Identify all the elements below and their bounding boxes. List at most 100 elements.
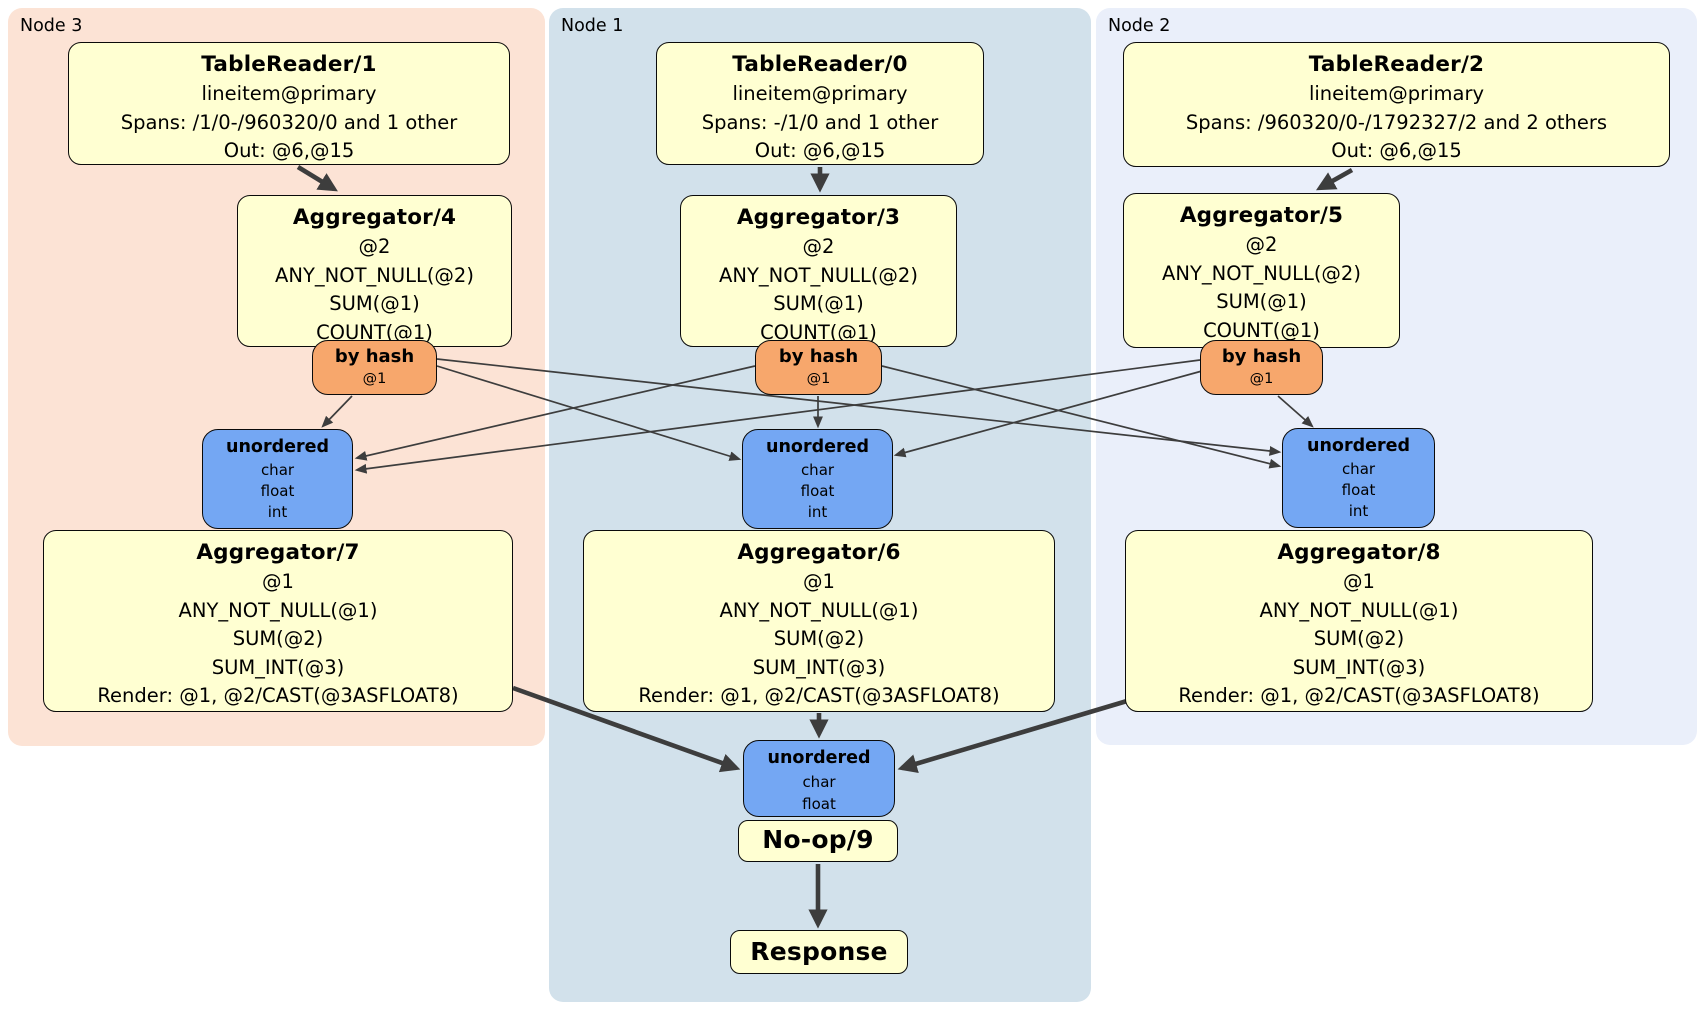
processor-title: Aggregator/5 <box>1179 203 1344 228</box>
stream-unordered-node1: unordered char float int <box>742 429 893 529</box>
detail-line: COUNT(@1) <box>1203 318 1320 342</box>
router-by-hash-node1: by hash @1 <box>755 340 882 395</box>
detail-line: int <box>807 503 828 521</box>
detail-line: Out: @6,@15 <box>223 139 355 162</box>
processor-title: No-op/9 <box>762 825 874 854</box>
detail-line: Spans: /960320/0-/1792327/2 and 2 others <box>1185 110 1608 134</box>
detail-line: @2 <box>1245 233 1278 256</box>
stream-type-lines: char float int <box>1283 459 1434 522</box>
detail-line: SUM_INT(@3) <box>752 655 886 679</box>
processor-title: Aggregator/3 <box>736 205 901 230</box>
detail-line: char <box>800 461 835 479</box>
detail-line: SUM(@2) <box>1313 627 1405 650</box>
detail-line: float <box>1341 481 1376 499</box>
region-node3-label: Node 3 <box>20 16 83 36</box>
detail-line: lineitem@primary <box>1308 82 1485 105</box>
processor-title: TableReader/0 <box>732 52 908 77</box>
region-node2-label: Node 2 <box>1108 16 1171 36</box>
detail-line: Out: @6,@15 <box>754 139 886 162</box>
stream-title: unordered <box>766 437 869 457</box>
detail-line: SUM(@1) <box>329 292 420 315</box>
processor-title: Aggregator/4 <box>292 205 457 230</box>
router-by-hash-node2: by hash @1 <box>1200 340 1323 395</box>
router-detail: @1 <box>1249 371 1274 387</box>
stream-title: unordered <box>226 437 329 457</box>
detail-line: SUM(@2) <box>773 627 865 650</box>
router-title: by hash <box>334 346 415 367</box>
detail-line: lineitem@primary <box>732 82 908 105</box>
stream-type-lines: char float <box>744 771 894 815</box>
detail-line: SUM_INT(@3) <box>211 655 345 679</box>
router-detail: @1 <box>362 371 387 387</box>
stream-title: unordered <box>1307 436 1410 456</box>
detail-line: SUM(@1) <box>773 292 864 315</box>
detail-line: int <box>1348 502 1369 520</box>
stream-unordered-final: unordered char float <box>743 740 895 817</box>
stream-unordered-node2: unordered char float int <box>1282 428 1435 528</box>
detail-line: int <box>267 503 288 521</box>
processor-noop9: No-op/9 <box>738 820 898 862</box>
detail-line: @2 <box>358 235 391 258</box>
router-title: by hash <box>778 346 859 367</box>
detail-line: ANY_NOT_NULL(@1) <box>178 598 378 622</box>
detail-line: float <box>800 482 835 500</box>
detail-line: char <box>1341 460 1376 478</box>
detail-line: Spans: /1/0-/960320/0 and 1 other <box>120 110 458 134</box>
detail-line: ANY_NOT_NULL(@2) <box>1162 261 1361 285</box>
region-node1-label: Node 1 <box>561 16 624 36</box>
processor-title: Aggregator/8 <box>1277 540 1441 565</box>
detail-line: Render: @1, @2/CAST(@3ASFLOAT8) <box>97 684 459 707</box>
router-by-hash-node3: by hash @1 <box>312 340 437 395</box>
detail-line: SUM(@1) <box>1216 290 1307 313</box>
router-detail: @1 <box>806 371 831 387</box>
detail-line: COUNT(@1) <box>316 320 433 344</box>
processor-title: TableReader/1 <box>201 52 377 77</box>
detail-line: float <box>260 482 295 500</box>
processor-title: Aggregator/6 <box>737 540 901 565</box>
processor-title: Response <box>750 937 888 966</box>
detail-line: ANY_NOT_NULL(@1) <box>719 598 919 622</box>
detail-line: @1 <box>1343 570 1375 593</box>
detail-line: ANY_NOT_NULL(@1) <box>1259 598 1459 622</box>
detail-line: @1 <box>262 570 294 593</box>
detail-line: char <box>802 773 836 791</box>
detail-line: ANY_NOT_NULL(@2) <box>719 263 918 287</box>
stream-type-lines: char float int <box>743 460 892 523</box>
processor-title: TableReader/2 <box>1308 52 1485 77</box>
detail-line: Out: @6,@15 <box>1331 139 1462 162</box>
detail-line: @1 <box>803 570 835 593</box>
detail-line: float <box>802 795 836 813</box>
detail-line: ANY_NOT_NULL(@2) <box>275 263 474 287</box>
detail-line: SUM_INT(@3) <box>1292 655 1426 679</box>
detail-line: SUM(@2) <box>232 627 324 650</box>
detail-line: Render: @1, @2/CAST(@3ASFLOAT8) <box>1178 684 1540 707</box>
detail-line: @2 <box>802 235 835 258</box>
detail-line: COUNT(@1) <box>760 320 877 344</box>
detail-line: Spans: -/1/0 and 1 other <box>701 110 939 134</box>
router-title: by hash <box>1221 346 1302 367</box>
detail-line: Render: @1, @2/CAST(@3ASFLOAT8) <box>638 684 1000 707</box>
processor-response: Response <box>730 930 908 974</box>
detail-line: lineitem@primary <box>201 82 377 105</box>
stream-title: unordered <box>767 748 871 768</box>
